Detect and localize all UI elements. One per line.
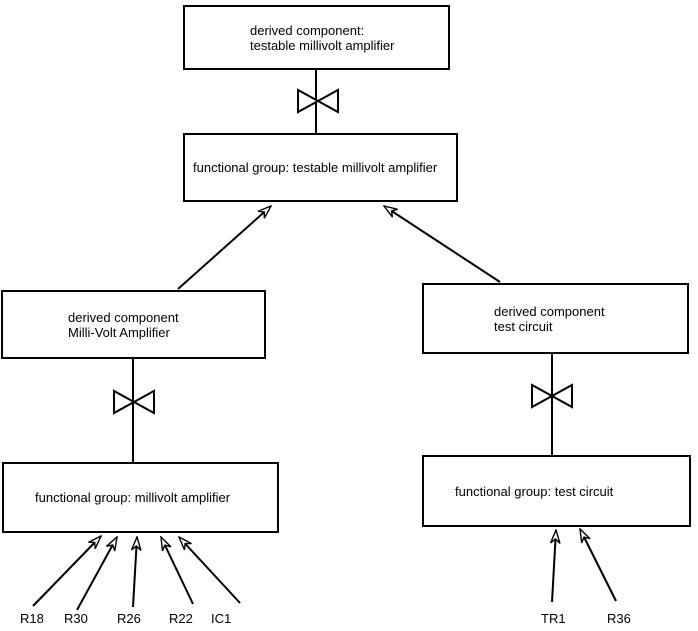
bowtie-icon [531, 383, 573, 409]
node-derived-component-milli-volt-amplifier: derived component Milli-Volt Amplifier [1, 290, 266, 359]
leaf-label-TR1: TR1 [541, 611, 566, 626]
leaf-label-R30: R30 [64, 611, 88, 626]
leaf-label-R18: R18 [20, 611, 44, 626]
bowtie-icon [297, 88, 339, 114]
arrow-R18 [32, 536, 101, 607]
bowtie-icon [113, 389, 155, 415]
node-derived-component-testable-millivolt-amplifier: derived component: testable millivolt am… [183, 5, 450, 70]
arrow-R26 [133, 537, 137, 608]
node-text-line: functional group: testable millivolt amp… [193, 160, 438, 175]
leaf-label-IC1: IC1 [211, 611, 232, 626]
arrow-right-derived-to-top-functional [384, 206, 501, 283]
node-text-line: functional group: millivolt amplifier [35, 490, 231, 505]
arrow-R22 [160, 537, 194, 605]
node-functional-group-millivolt-amplifier: functional group: millivolt amplifier [2, 462, 279, 533]
arrow-TR1 [552, 530, 556, 603]
arrow-left-derived-to-top-functional [177, 206, 271, 290]
connector-right-composition [531, 354, 573, 455]
node-text-line: derived component [68, 309, 179, 325]
arrow-R36 [580, 529, 617, 602]
node-text-line: derived component [494, 303, 605, 319]
leaf-label-R26: R26 [117, 611, 141, 626]
arrow-IC1 [179, 537, 241, 604]
connector-left-composition [113, 359, 155, 462]
leaf-label-R36: R36 [607, 611, 631, 626]
node-functional-group-testable-millivolt-amplifier: functional group: testable millivolt amp… [183, 133, 458, 202]
node-derived-component-test-circuit: derived component test circuit [422, 283, 689, 354]
node-text-line: Milli-Volt Amplifier [68, 324, 170, 340]
node-text-line: test circuit [494, 318, 553, 334]
connector-top-composition [297, 70, 339, 133]
node-functional-group-test-circuit: functional group: test circuit [422, 455, 691, 527]
arrow-R30 [76, 537, 117, 611]
node-text-line: derived component: [250, 22, 365, 38]
node-text-line: testable millivolt amplifier [250, 37, 395, 53]
leaf-label-R22: R22 [169, 611, 193, 626]
node-text-line: functional group: test circuit [455, 483, 614, 499]
